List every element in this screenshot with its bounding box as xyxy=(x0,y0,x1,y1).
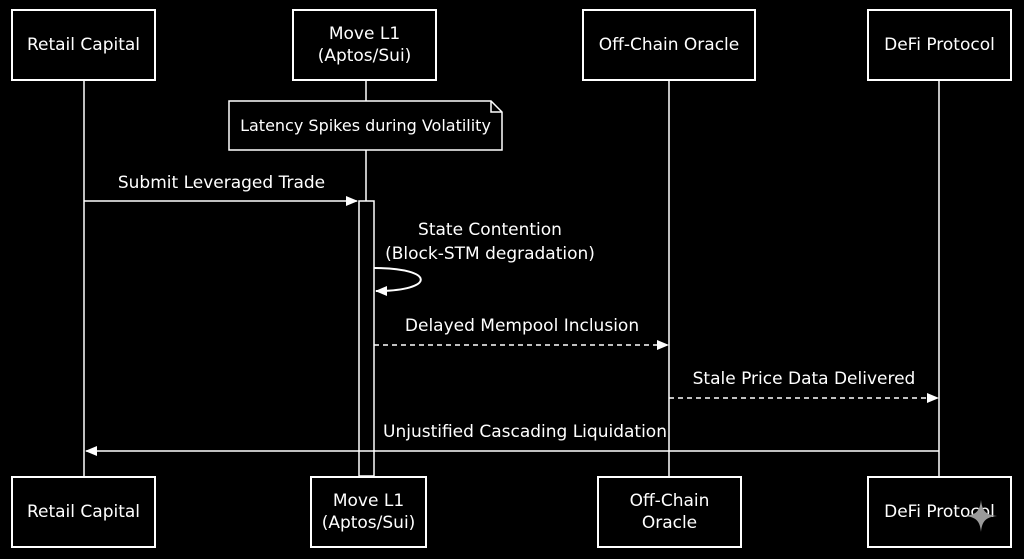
participant-defi-protocol-bottom: DeFi Protocol xyxy=(867,476,1012,548)
message-label-stale-price: Stale Price Data Delivered xyxy=(692,369,916,389)
participant-move-l1-top: Move L1 (Aptos/Sui) xyxy=(292,9,437,81)
message-label-liquidation: Unjustified Cascading Liquidation xyxy=(383,422,667,442)
participant-label-line2: (Aptos/Sui) xyxy=(321,513,416,533)
participant-retail-capital-bottom: Retail Capital xyxy=(11,476,156,548)
message-arrow-self xyxy=(373,267,422,296)
participant-defi-protocol-top: DeFi Protocol xyxy=(867,9,1012,81)
message-label-block-stm: (Block-STM degradation) xyxy=(385,244,595,264)
message-label-submit: Submit Leveraged Trade xyxy=(117,173,326,193)
sparkle-icon xyxy=(965,500,997,532)
participant-label: Retail Capital xyxy=(26,502,141,522)
message-label-state-contention: State Contention xyxy=(418,220,562,240)
participant-label-line2: Oracle xyxy=(641,513,698,533)
participant-label-line1: Move L1 xyxy=(332,491,405,511)
participant-label: DeFi Protocol xyxy=(884,502,995,522)
participant-label-line1: Move L1 xyxy=(328,24,401,44)
participant-move-l1-bottom: Move L1 (Aptos/Sui) xyxy=(310,476,427,548)
participant-label: Off-Chain Oracle xyxy=(598,35,740,55)
participant-label: DeFi Protocol xyxy=(884,35,995,55)
note-text: Latency Spikes during Volatility xyxy=(240,116,491,135)
note-box xyxy=(228,100,503,151)
participant-label: Retail Capital xyxy=(26,35,141,55)
participant-retail-capital-top: Retail Capital xyxy=(11,9,156,81)
participant-label-line1: Off-Chain xyxy=(629,491,710,511)
participant-off-chain-oracle-bottom: Off-Chain Oracle xyxy=(597,476,742,548)
note-fold xyxy=(490,101,502,113)
message-label-mempool: Delayed Mempool Inclusion xyxy=(404,316,640,336)
participant-label-line2: (Aptos/Sui) xyxy=(317,46,412,66)
participant-off-chain-oracle-top: Off-Chain Oracle xyxy=(582,9,756,81)
